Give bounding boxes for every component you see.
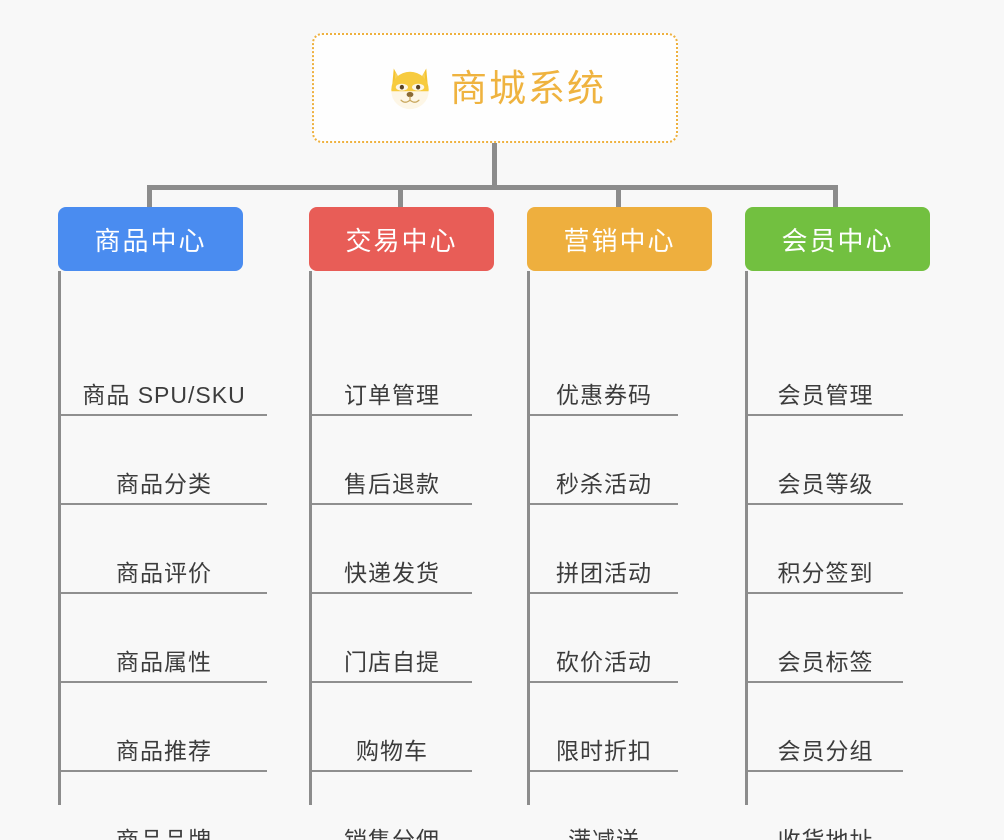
- list-item-label: 商品评价: [116, 559, 212, 586]
- list-item[interactable]: 商品分类: [61, 416, 267, 505]
- list-item-label: 商品推荐: [116, 737, 212, 764]
- list-item[interactable]: 会员标签: [748, 594, 903, 683]
- list-item-label: 拼团活动: [556, 559, 652, 586]
- branch-trunk-2: [309, 271, 312, 805]
- list-item-label: 满减送: [568, 826, 640, 840]
- list-item-label: 积分签到: [777, 559, 874, 586]
- list-item-label: 会员标签: [777, 648, 874, 675]
- list-item-label: 门店自提: [344, 648, 440, 675]
- list-item[interactable]: 收货地址: [748, 772, 903, 840]
- list-item-label: 优惠券码: [556, 381, 652, 408]
- list-item[interactable]: 会员分组: [748, 683, 903, 772]
- branch-header-marketing-center[interactable]: 营销中心: [527, 207, 712, 271]
- branch-trunk-4: [745, 271, 748, 805]
- list-item-label: 会员管理: [777, 381, 874, 408]
- list-item[interactable]: 商品属性: [61, 594, 267, 683]
- list-item-label: 商品品牌: [116, 826, 212, 840]
- list-item[interactable]: 砍价活动: [530, 594, 678, 683]
- list-item[interactable]: 快递发货: [312, 505, 472, 594]
- list-item[interactable]: 秒杀活动: [530, 416, 678, 505]
- list-item[interactable]: 拼团活动: [530, 505, 678, 594]
- branch-header-label: 会员中心: [781, 225, 894, 256]
- branch-trunk-3: [527, 271, 530, 805]
- list-item-label: 商品 SPU/SKU: [82, 381, 246, 408]
- connector-root-stem: [492, 143, 497, 188]
- list-item-label: 限时折扣: [556, 737, 652, 764]
- branch-header-member-center[interactable]: 会员中心: [745, 207, 930, 271]
- list-item-label: 商品属性: [116, 648, 212, 675]
- list-item-label: 秒杀活动: [556, 470, 652, 497]
- root-node[interactable]: 商城系统: [312, 33, 678, 143]
- branch-trunk-1: [58, 271, 61, 805]
- list-item[interactable]: 优惠券码: [530, 327, 678, 416]
- list-item[interactable]: 售后退款: [312, 416, 472, 505]
- list-item[interactable]: 门店自提: [312, 594, 472, 683]
- branch-marketing-center: 营销中心 优惠券码 秒杀活动 拼团活动 砍价活动 限时折扣 满减送: [527, 207, 712, 840]
- connector-horizontal-bus: [147, 185, 838, 190]
- list-item-label: 订单管理: [344, 381, 440, 408]
- branch-header-label: 营销中心: [563, 225, 676, 256]
- list-item-label: 销售分佣: [344, 826, 440, 840]
- list-item[interactable]: 积分签到: [748, 505, 903, 594]
- branch-header-label: 商品中心: [94, 225, 207, 256]
- branch-header-trade-center[interactable]: 交易中心: [309, 207, 494, 271]
- dog-face-icon: [384, 62, 436, 114]
- list-item[interactable]: 满减送: [530, 772, 678, 840]
- branch-header-label: 交易中心: [345, 225, 458, 256]
- list-item[interactable]: 购物车: [312, 683, 472, 772]
- list-item[interactable]: 商品品牌: [61, 772, 267, 840]
- connector-drop-4: [833, 188, 838, 210]
- branch-product-center: 商品中心 商品 SPU/SKU 商品分类 商品评价 商品属性 商品推荐 商品品牌: [58, 207, 267, 840]
- list-item-label: 会员等级: [777, 470, 874, 497]
- list-item[interactable]: 订单管理: [312, 327, 472, 416]
- root-label: 商城系统: [450, 67, 606, 109]
- list-item[interactable]: 商品推荐: [61, 683, 267, 772]
- list-item[interactable]: 商品评价: [61, 505, 267, 594]
- list-item[interactable]: 会员等级: [748, 416, 903, 505]
- list-item-label: 购物车: [356, 737, 428, 764]
- list-item[interactable]: 销售分佣: [312, 772, 472, 840]
- branch-header-product-center[interactable]: 商品中心: [58, 207, 243, 271]
- list-item[interactable]: 限时折扣: [530, 683, 678, 772]
- list-item-label: 会员分组: [777, 737, 874, 764]
- branch-trade-center: 交易中心 订单管理 售后退款 快递发货 门店自提 购物车 销售分佣: [309, 207, 494, 840]
- list-item-label: 售后退款: [344, 470, 440, 497]
- connector-drop-1: [147, 188, 152, 210]
- connector-drop-3: [616, 188, 621, 210]
- list-item[interactable]: 商品 SPU/SKU: [61, 327, 267, 416]
- list-item-label: 砍价活动: [556, 648, 652, 675]
- branch-member-center: 会员中心 会员管理 会员等级 积分签到 会员标签 会员分组 收货地址: [745, 207, 930, 840]
- list-item[interactable]: 会员管理: [748, 327, 903, 416]
- list-item-label: 商品分类: [116, 470, 212, 497]
- connector-drop-2: [398, 188, 403, 210]
- list-item-label: 收货地址: [777, 826, 874, 840]
- list-item-label: 快递发货: [344, 559, 440, 586]
